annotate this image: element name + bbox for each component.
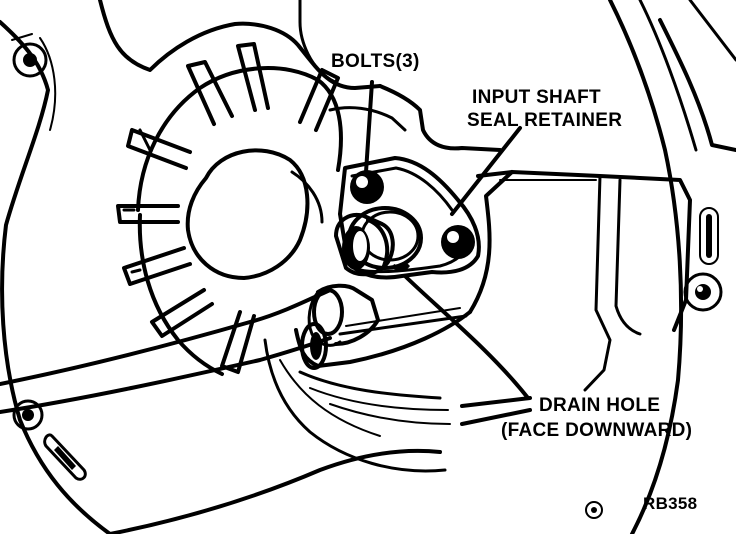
drain-leader-line-lower xyxy=(460,408,532,426)
figure-code: RB358 xyxy=(643,494,697,513)
drain-label-line1: DRAIN HOLE xyxy=(539,395,660,416)
drain-leader-line-mid xyxy=(460,396,532,408)
retainer-label-line1: INPUT SHAFT xyxy=(472,87,601,108)
drain-leader-line-upper xyxy=(403,274,530,400)
bolts-label: BOLTS(3) xyxy=(331,51,420,72)
seal-retainer xyxy=(334,156,481,280)
drain-label-line2: (FACE DOWNWARD) xyxy=(501,420,692,441)
retainer-leader-line xyxy=(450,126,522,216)
bolts-leader-line xyxy=(364,80,374,174)
installer-tool xyxy=(0,283,472,425)
leader-lines xyxy=(364,80,532,426)
callout-labels: BOLTS(3) INPUT SHAFT SEAL RETAINER DRAIN… xyxy=(331,51,697,513)
support-bracket xyxy=(468,170,692,392)
retainer-label-line2: SEAL RETAINER xyxy=(467,110,622,131)
pump-wheel xyxy=(116,42,343,376)
